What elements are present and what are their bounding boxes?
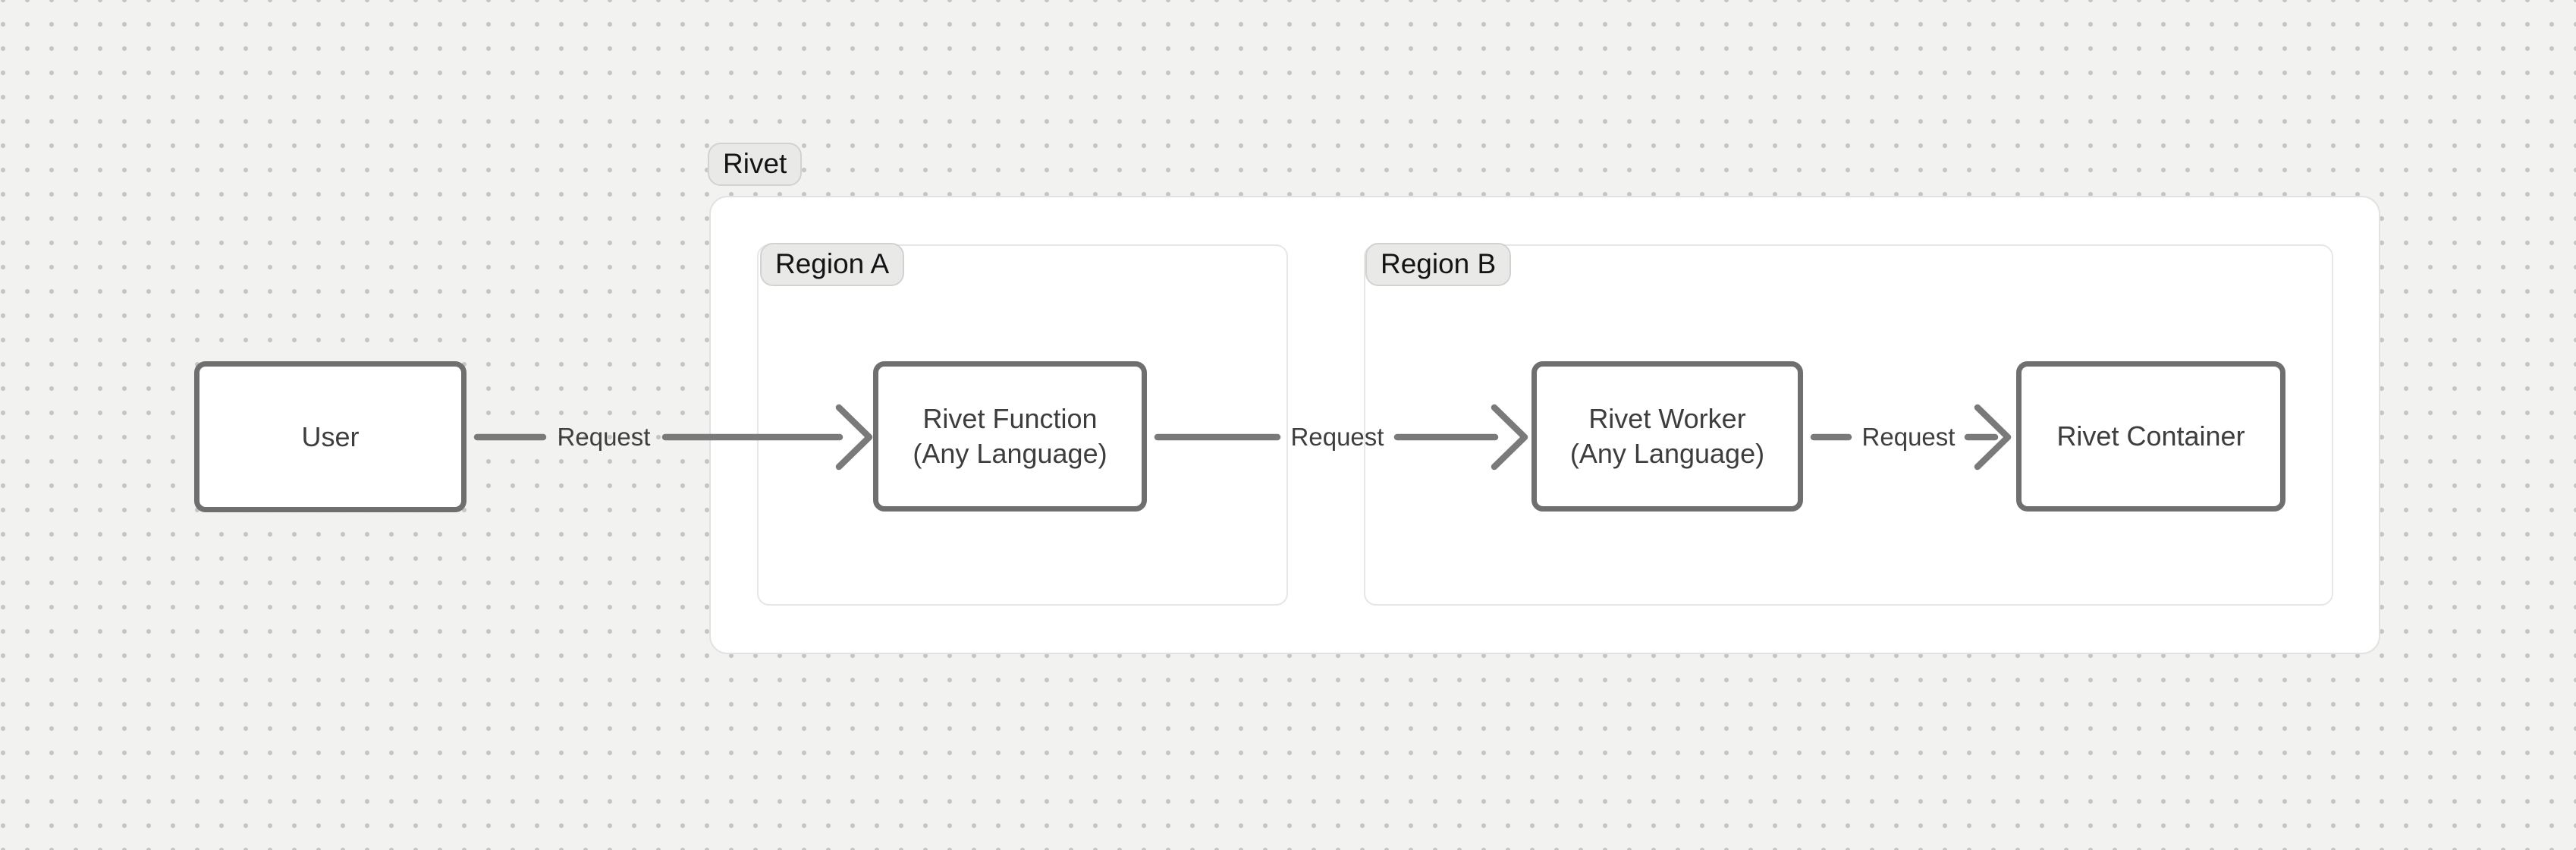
edge-label: Request — [557, 423, 651, 451]
node-label: Rivet Container — [2056, 420, 2245, 452]
region-b-label: Region B — [1365, 243, 1512, 286]
node-rivet-container: Rivet Container — [2016, 361, 2285, 512]
node-label: Rivet Worker — [1588, 403, 1746, 434]
rivet-group-label-text: Rivet — [723, 148, 787, 179]
node-rivet-function: Rivet Function (Any Language) — [873, 361, 1147, 512]
edge-label: Request — [1861, 423, 1956, 451]
edge-label: Request — [1290, 423, 1384, 451]
node-sublabel: (Any Language) — [913, 438, 1107, 469]
node-label: Rivet Function — [922, 403, 1098, 434]
region-b-label-text: Region B — [1381, 248, 1497, 279]
node-user: User — [194, 361, 467, 512]
node-label: User — [301, 420, 360, 452]
region-a-label: Region A — [760, 243, 905, 286]
node-sublabel: (Any Language) — [1569, 438, 1765, 469]
region-a-label-text: Region A — [775, 248, 890, 279]
node-rivet-worker: Rivet Worker (Any Language) — [1531, 361, 1803, 512]
rivet-group-label: Rivet — [708, 143, 803, 186]
